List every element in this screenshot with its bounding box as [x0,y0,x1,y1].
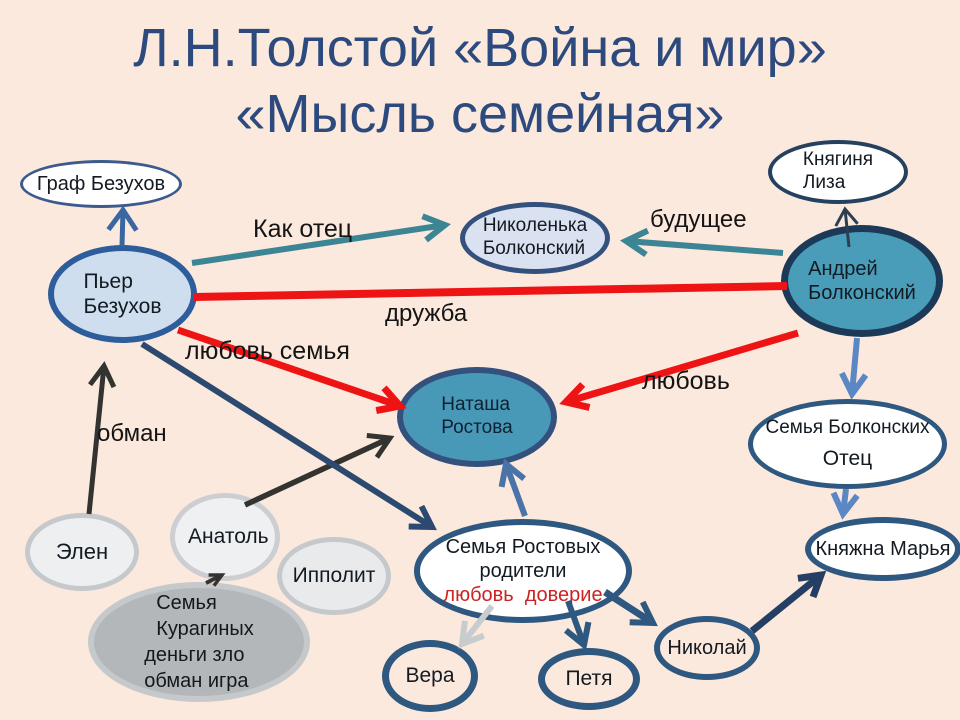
node-label: Лиза [802,172,846,193]
title-line-1: Л.Н.Толстой «Война и мир» [133,18,827,78]
node-label: Курагиных [156,618,254,640]
node-label: Николай [667,637,747,659]
node-label: Вера [405,664,455,688]
node-label: Элен [55,538,109,564]
edge-andrei-to-nikolenka [619,227,784,258]
title-line-2: «Мысль семейная» [235,83,725,144]
edge-nikolai-to-marya [749,570,827,634]
node-label: обман игра [144,670,249,692]
edge-label-obman: обман [97,420,167,447]
node-label: Семья [156,592,217,614]
node-bolkonsky-family: Семья Болконских Отец [748,399,947,489]
edge-bolkonsky-family-to-marya [830,488,860,520]
node-knyazhna-marya: Княжна Марья [805,517,960,581]
node-label: Ростова [441,417,513,438]
node-label: Андрей [808,258,878,280]
node-label: Семья Ростовых [445,536,601,558]
edge-label-kak-otec: Как отец [253,215,353,243]
node-anatole: Анатоль [170,493,280,581]
node-label: Наташа [441,394,511,416]
edge-pierre-to-rostov-family [140,341,437,531]
node-label: Болконский [482,238,586,259]
node-label: Безухов [83,295,162,318]
edge-pierre-to-graf [106,205,139,247]
node-rostov-family: Семья Ростовых родители любовь доверие [414,519,632,623]
node-nikolenka-bolkonsky: Николенька Болконский [460,202,610,274]
edge-andrei-to-bolkonsky-family [839,337,869,400]
node-label: родители [479,560,567,582]
node-andrei-bolkonsky: Андрей Болконский [781,225,943,337]
node-label: Болконский [808,282,916,304]
node-helen: Элен [25,513,139,591]
node-label: Семья Болконских [765,417,930,438]
node-label: Петя [565,667,613,691]
node-nikolai: Николай [654,616,760,680]
rostov-values-label: любовь доверие [443,584,603,606]
node-label: Ипполит [292,564,376,588]
slide-title: Л.Н.Толстой «Война и мир» «Мысль семейна… [0,16,960,148]
node-label: деньги зло [144,644,245,666]
node-pierre-bezukhov: Пьер Безухов [48,245,197,343]
edge-rostov-family-to-natasha [498,458,528,518]
node-graf-bezukhov: Граф Безухов [20,160,182,208]
node-natasha-rostova: Наташа Ростова [397,367,557,467]
edge-label-lyubov-semya: любовь семья [185,337,350,365]
edge-label-budushchee: будущее [650,206,747,233]
edge-label-lyubov: любовь [642,367,730,395]
node-ippolit: Ипполит [277,537,391,615]
node-kuragin-family: Семья Курагиных деньги зло обман игра [88,582,310,702]
edge-anatole-to-natasha [243,433,395,508]
edge-pierre-andrei-friendship [193,282,788,301]
node-vera: Вера [382,640,478,712]
node-petya: Петя [538,648,640,710]
node-knyaginya-liza: Княгиня Лиза [768,140,908,204]
node-label: Граф Безухов [36,173,166,195]
edge-label-druzhba: дружба [385,300,468,327]
node-label: Княжна Марья [815,538,951,560]
node-label: Николенька [482,215,588,237]
node-label: Анатоль [188,525,269,549]
node-label: Пьер [83,269,133,293]
node-label: Отец [822,446,873,470]
node-label: Княгиня [802,149,874,171]
